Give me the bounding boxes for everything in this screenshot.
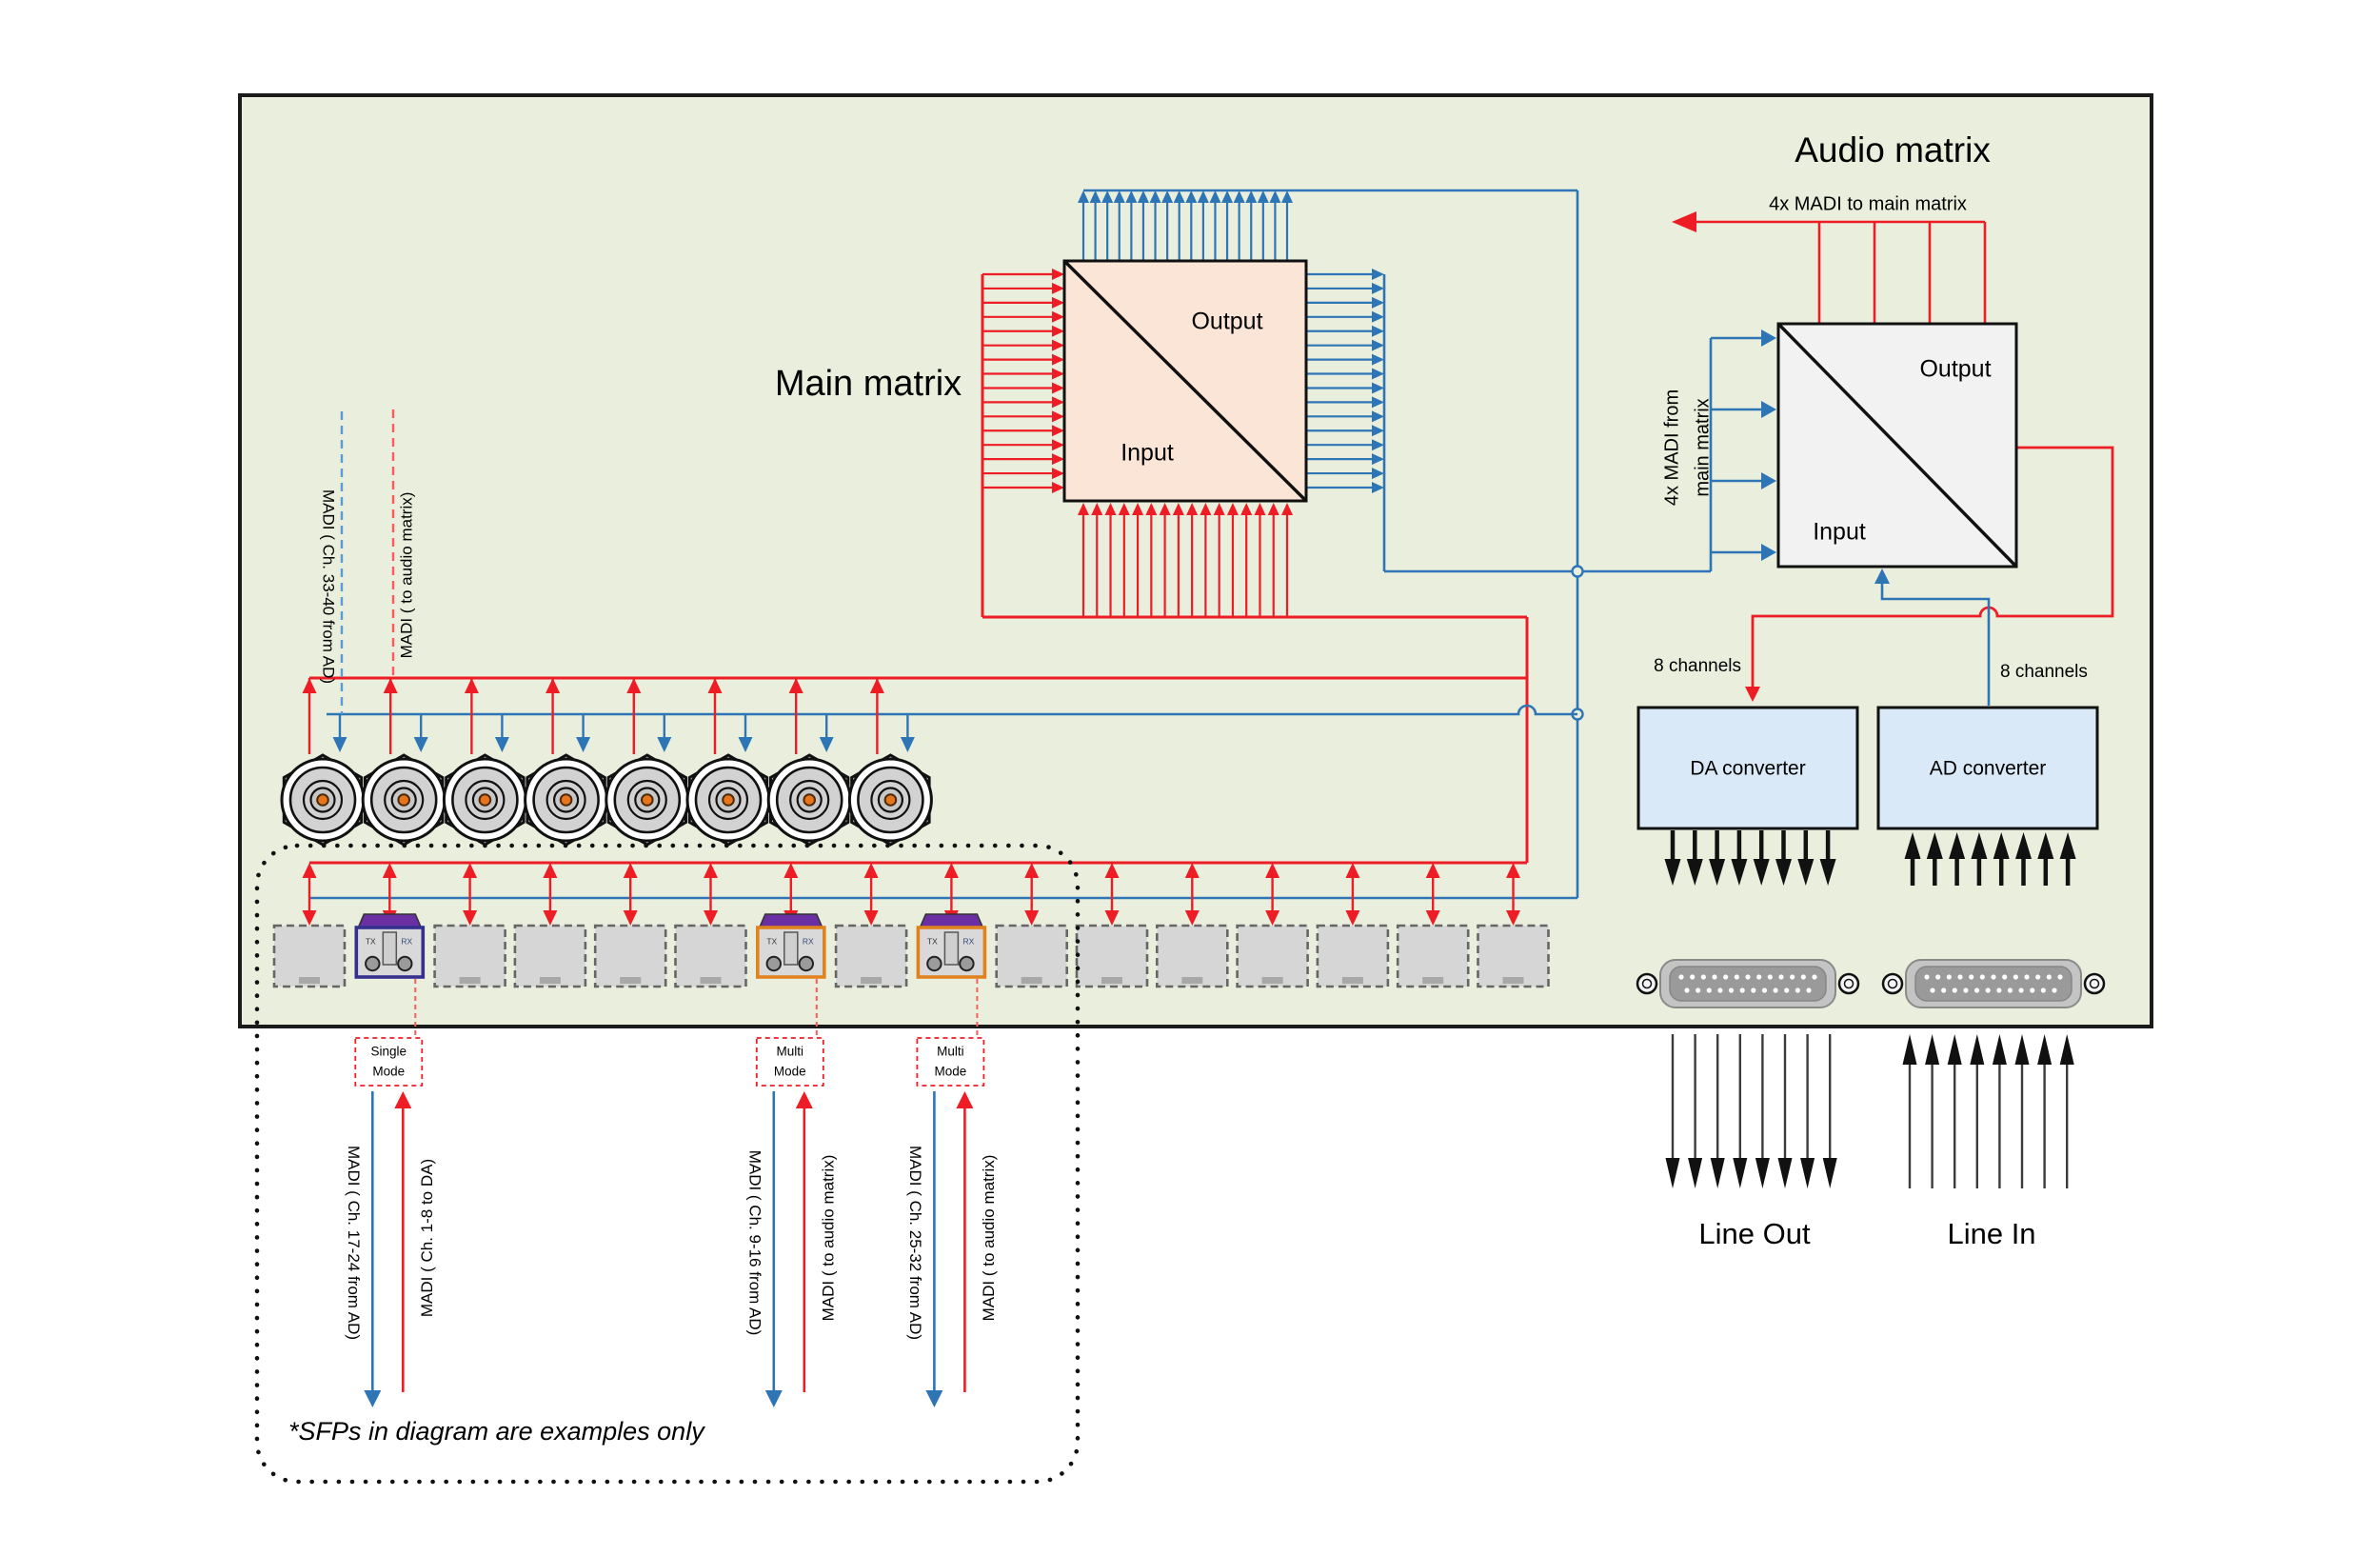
da-channels-label: 8 channels — [1654, 656, 1741, 676]
ad-channels-label: 8 channels — [2000, 662, 2088, 682]
da-converter-label: DA converter — [1690, 758, 1805, 780]
line-out-label: Line Out — [1698, 1217, 1811, 1250]
sfp-down-label: MADI ( Ch. 25-32 from AD) — [906, 1146, 924, 1340]
sfp-cage-12 — [1156, 924, 1229, 988]
main-matrix-input-label: Input — [1121, 440, 1174, 467]
line-in-label: Line In — [1947, 1217, 2035, 1250]
sfp-cage-4 — [513, 924, 587, 988]
sfp-tx-label: TX — [766, 936, 777, 946]
sfp-cage-6 — [674, 924, 747, 988]
bnc-connector-4 — [524, 753, 609, 847]
bnc-connectors — [280, 753, 933, 847]
mode-line1: Single — [371, 1045, 407, 1059]
bnc-connector-6 — [685, 753, 771, 847]
mode-line1: Multi — [777, 1045, 804, 1059]
bnc-connector-2 — [361, 753, 446, 847]
sfp-up-label: MADI ( Ch. 1-8 to DA) — [418, 1159, 436, 1317]
to-main-matrix-label: 4x MADI to main matrix — [1769, 193, 1967, 214]
mode-line1: Multi — [937, 1045, 964, 1059]
sfp-cage-14 — [1316, 924, 1390, 988]
line-io: Line Out Line In — [1665, 1034, 2074, 1250]
from-main-matrix-label-2: main matrix — [1692, 398, 1713, 496]
sfp-module-slot-7: TX RX — [755, 913, 826, 979]
sfp-module-slot-2: TX RX — [354, 913, 426, 979]
sfp-cage-10 — [995, 924, 1068, 988]
audio-matrix-output-label: Output — [1919, 356, 1991, 383]
sfp-cage-3 — [433, 924, 506, 988]
sfp-rx-label: RX — [803, 936, 814, 946]
main-matrix-output-label: Output — [1191, 309, 1262, 335]
bnc-in-label: MADI ( Ch. 33-40 from AD) — [320, 489, 338, 684]
main-matrix-label: Main matrix — [775, 364, 962, 404]
sfp-up-label: MADI ( to audio matrix) — [980, 1155, 998, 1322]
mode-line2: Mode — [935, 1065, 967, 1079]
mode-line2: Mode — [774, 1065, 806, 1079]
sfp-note: *SFPs in diagram are examples only — [288, 1417, 705, 1446]
sfp-cage-1 — [272, 924, 347, 988]
bnc-out-label: MADI ( to audio matrix) — [397, 492, 415, 659]
from-main-matrix-label-1: 4x MADI from — [1661, 389, 1682, 506]
sfp-cage-15 — [1396, 924, 1470, 988]
sfp-tx-label: TX — [927, 936, 938, 946]
audio-matrix-input-label: Input — [1813, 519, 1866, 546]
sfp-cages: TX RX TX RX TX RX — [272, 913, 1550, 988]
sfp-down-label: MADI ( Ch. 9-16 from AD) — [745, 1150, 764, 1336]
mode-line2: Mode — [372, 1065, 405, 1079]
main-matrix-wiring — [981, 189, 1776, 898]
sfp-tx-label: TX — [366, 936, 376, 946]
bnc-connector-3 — [442, 753, 527, 847]
bnc-wiring: MADI ( Ch. 33-40 from AD) MADI ( to audio… — [302, 409, 1577, 754]
sfp-rx-label: RX — [401, 936, 412, 946]
sfp-cage-5 — [593, 924, 667, 988]
sfp-down-label: MADI ( Ch. 17-24 from AD) — [345, 1146, 363, 1340]
sfp-cage-11 — [1075, 924, 1149, 988]
sfp-cage-16 — [1477, 924, 1550, 988]
ad-converter-label: AD converter — [1930, 758, 2047, 780]
bnc-connector-8 — [847, 753, 933, 847]
audio-matrix-wiring: 4x MADI to main matrix 4x MADI from main m… — [1654, 193, 2114, 706]
sfp-cage-13 — [1236, 924, 1309, 988]
sfp-module-slot-9: TX RX — [916, 913, 987, 979]
bnc-connector-7 — [766, 753, 852, 847]
sfp-cage-8 — [834, 924, 908, 988]
dsub-line-out — [1636, 959, 1860, 1008]
sfp-up-label: MADI ( to audio matrix) — [819, 1155, 837, 1322]
bnc-connector-5 — [605, 753, 690, 847]
sfp-rx-label: RX — [962, 936, 974, 946]
bnc-connector-1 — [280, 753, 366, 847]
converters: DA converter AD converter — [1636, 706, 2099, 886]
dsub-line-in — [1881, 959, 2106, 1008]
panel-title: Audio matrix — [1795, 130, 1991, 170]
